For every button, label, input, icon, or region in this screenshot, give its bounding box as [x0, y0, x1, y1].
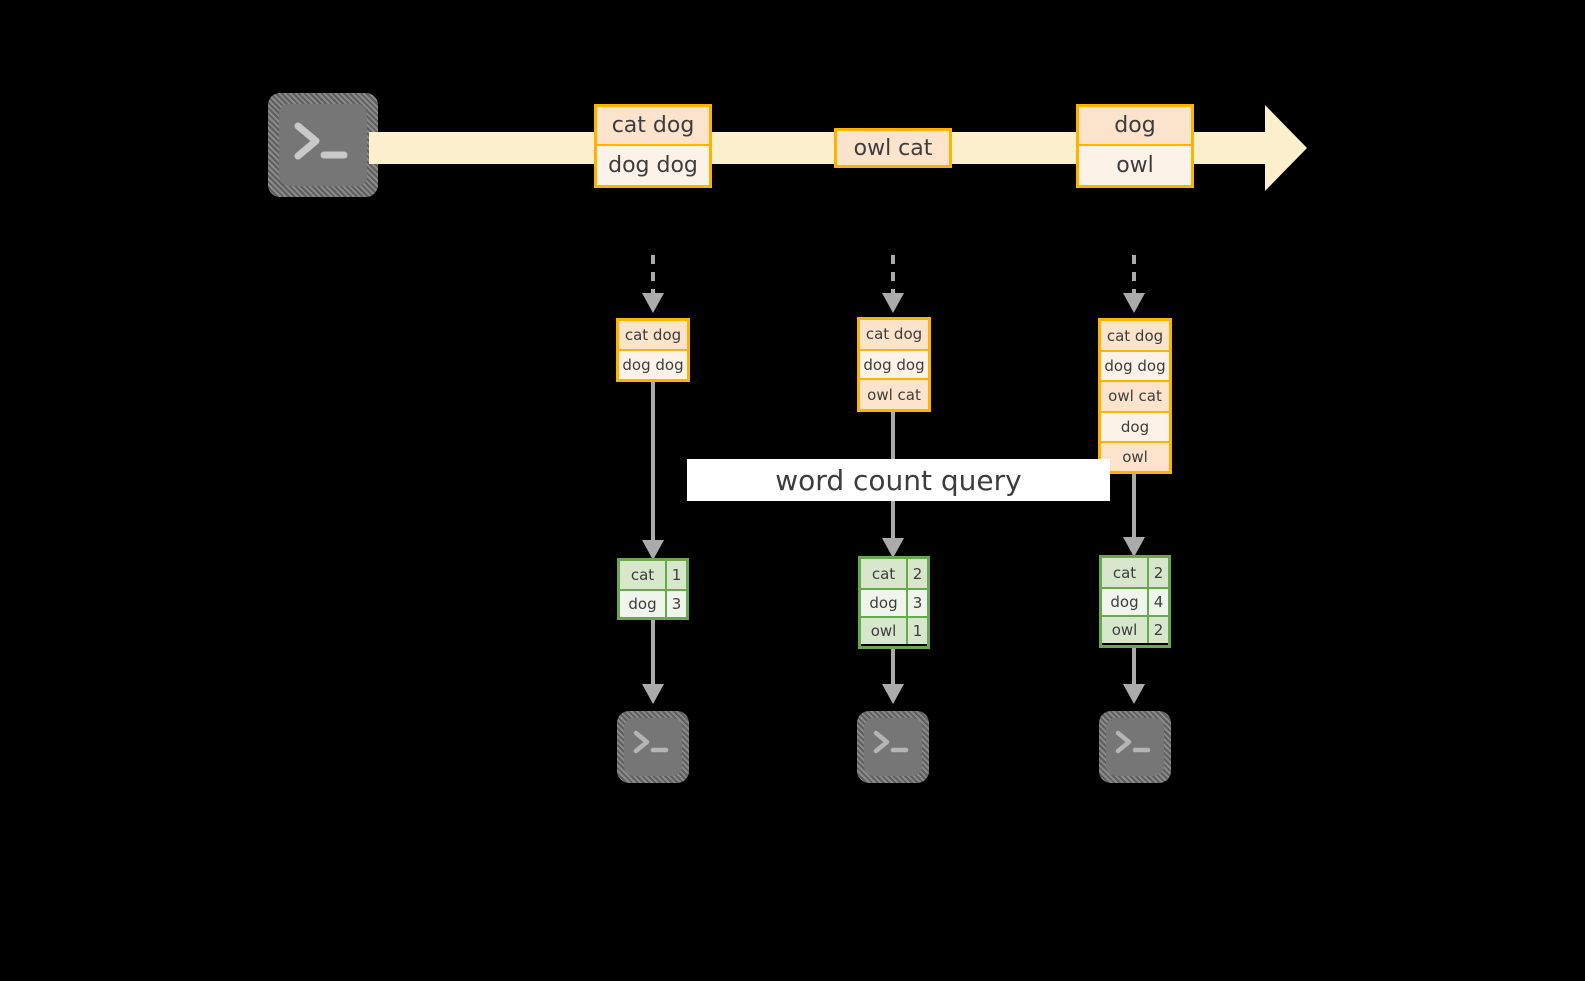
stream-message-row: owl	[1079, 144, 1191, 185]
table-row: dog 3	[861, 588, 927, 616]
snapshot-2-sink-connector	[891, 649, 895, 688]
snapshot-3-query-connector	[1132, 474, 1136, 544]
table-row: cat 2	[861, 559, 927, 588]
snapshot-1-result-table: cat 1 dog 3	[617, 558, 689, 620]
snapshot-2-sink-arrowhead-icon	[882, 684, 904, 704]
snapshot-1-input-box: cat dog dog dog	[616, 318, 690, 382]
terminal-icon-face	[864, 718, 922, 776]
table-cell-count: 1	[665, 561, 686, 589]
snapshot-3-query-arrowhead-icon	[1123, 537, 1145, 557]
snapshot-1-sink-terminal-icon	[617, 711, 689, 783]
table-row: owl 2	[1102, 615, 1168, 643]
snapshot-input-row: owl cat	[1101, 380, 1169, 411]
snapshot-input-row: owl cat	[860, 378, 928, 410]
snapshot-1-query-connector	[651, 382, 655, 547]
snapshot-input-row: cat dog	[1101, 321, 1169, 351]
snapshot-input-row: dog	[1101, 410, 1169, 441]
snapshot-2-query-arrowhead-icon	[882, 538, 904, 558]
table-row: cat 1	[620, 561, 686, 589]
table-cell-count: 2	[1147, 558, 1168, 587]
stream-message-3: dog owl	[1076, 104, 1194, 188]
snapshot-1-sink-connector	[651, 620, 655, 688]
snapshot-2-result-table: cat 2 dog 3 owl 1	[858, 556, 930, 649]
terminal-icon-face	[279, 104, 367, 186]
snapshot-input-row: cat dog	[619, 321, 687, 349]
terminal-prompt-glyph-icon	[294, 122, 348, 160]
snapshot-3-feed-arrowhead-icon	[1123, 293, 1145, 313]
table-cell-word: cat	[861, 559, 906, 588]
snapshot-input-row: owl	[1101, 440, 1169, 471]
snapshot-input-row: dog dog	[619, 349, 687, 379]
snapshot-3-sink-connector	[1132, 648, 1136, 688]
table-cell-count: 2	[906, 559, 927, 588]
table-cell-count: 4	[1147, 589, 1168, 615]
stream-message-row: dog dog	[597, 144, 709, 185]
table-cell-word: dog	[1102, 589, 1147, 615]
snapshot-3-result-table: cat 2 dog 4 owl 2	[1099, 555, 1171, 648]
table-cell-count: 1	[906, 618, 927, 644]
snapshot-input-row: dog dog	[860, 348, 928, 379]
terminal-prompt-glyph-icon	[633, 730, 669, 754]
table-cell-word: dog	[620, 591, 665, 617]
snapshot-3-input-box: cat dog dog dog owl cat dog owl	[1098, 318, 1172, 474]
table-cell-count: 3	[906, 590, 927, 616]
table-cell-word: cat	[1102, 558, 1147, 587]
table-row: dog 4	[1102, 587, 1168, 615]
snapshot-input-row: cat dog	[860, 320, 928, 349]
stream-arrowhead-icon	[1265, 105, 1307, 191]
terminal-prompt-glyph-icon	[1115, 730, 1151, 754]
snapshot-1-sink-arrowhead-icon	[642, 684, 664, 704]
stream-message-row: cat dog	[597, 107, 709, 145]
snapshot-2-input-box: cat dog dog dog owl cat	[857, 317, 931, 412]
snapshot-3-feed-dash	[1132, 255, 1136, 295]
snapshot-3-sink-arrowhead-icon	[1123, 684, 1145, 704]
snapshot-input-row: dog dog	[1101, 350, 1169, 381]
snapshot-2-feed-arrowhead-icon	[882, 293, 904, 313]
table-row: cat 2	[1102, 558, 1168, 587]
snapshot-1-query-arrowhead-icon	[642, 540, 664, 560]
table-cell-word: cat	[620, 561, 665, 589]
query-label-text: word count query	[775, 463, 1022, 497]
snapshot-1-feed-arrowhead-icon	[642, 293, 664, 313]
table-cell-word: dog	[861, 590, 906, 616]
terminal-icon-face	[624, 718, 682, 776]
stream-message-2: owl cat	[834, 128, 952, 168]
snapshot-1-feed-dash	[651, 255, 655, 295]
table-row: owl 1	[861, 616, 927, 644]
terminal-icon-face	[1106, 718, 1164, 776]
stream-message-1: cat dog dog dog	[594, 104, 712, 188]
snapshot-2-sink-terminal-icon	[857, 711, 929, 783]
table-cell-word: owl	[861, 618, 906, 644]
terminal-prompt-glyph-icon	[873, 730, 909, 754]
snapshot-3-sink-terminal-icon	[1099, 711, 1171, 783]
table-cell-word: owl	[1102, 617, 1147, 643]
table-cell-count: 2	[1147, 617, 1168, 643]
stream-message-row: owl cat	[837, 131, 949, 165]
table-cell-count: 3	[665, 591, 686, 617]
stream-message-row: dog	[1079, 107, 1191, 145]
query-label-band: word count query	[687, 459, 1110, 501]
snapshot-2-feed-dash	[891, 255, 895, 295]
source-terminal-icon	[268, 93, 378, 197]
table-row: dog 3	[620, 589, 686, 617]
